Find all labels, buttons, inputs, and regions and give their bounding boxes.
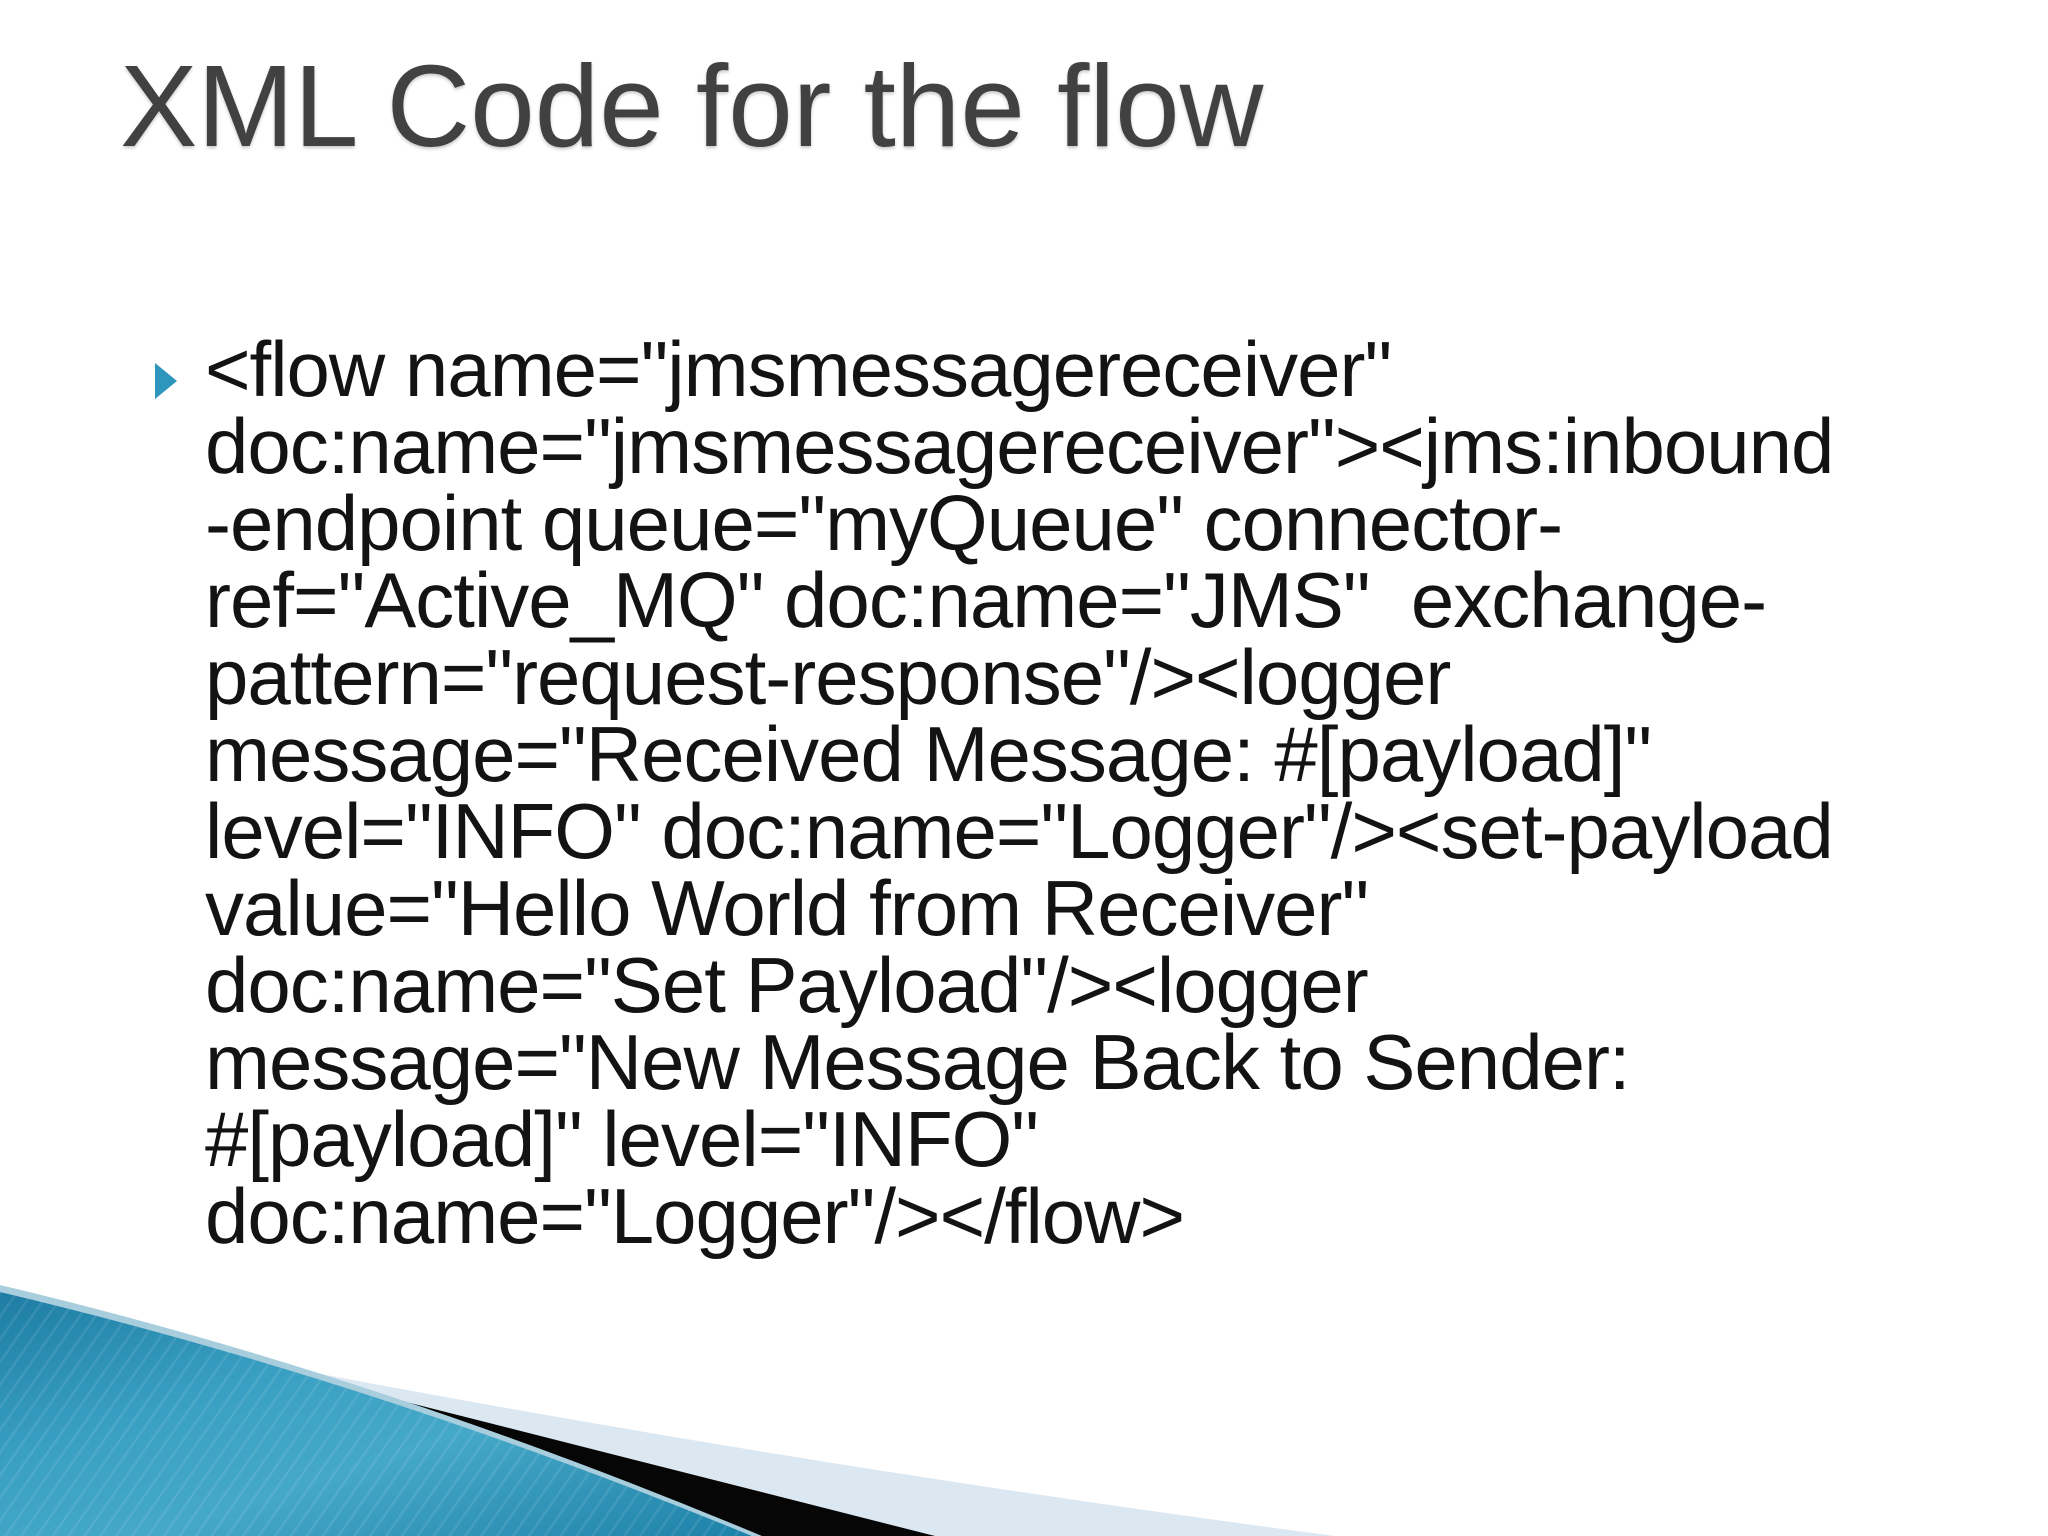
code-line: doc:name="Set Payload"/><logger bbox=[205, 941, 1369, 1029]
code-line: #[payload]" level="INFO" bbox=[205, 1095, 1039, 1183]
code-line: pattern="request-response"/><logger bbox=[205, 633, 1451, 721]
swoosh-teal-wedge bbox=[0, 1292, 752, 1536]
page-title: XML Code for the flow bbox=[120, 41, 1264, 171]
swoosh-teal-texture bbox=[0, 1292, 752, 1536]
bullet-triangle-icon bbox=[155, 363, 177, 399]
swoosh-edge-highlight bbox=[0, 1285, 762, 1536]
code-line: ref="Active_MQ" doc:name="JMS" exchange- bbox=[205, 556, 1767, 644]
code-line: <flow name="jmsmessagereceiver" bbox=[205, 325, 1392, 413]
swoosh-black-wedge bbox=[0, 1331, 935, 1536]
code-line: value="Hello World from Receiver" bbox=[205, 864, 1369, 952]
code-line: doc:name="jmsmessagereceiver"><jms:inbou… bbox=[205, 402, 1834, 490]
code-line: level="INFO" doc:name="Logger"/><set-pay… bbox=[205, 787, 1834, 875]
code-line: message="Received Message: #[payload]" bbox=[205, 710, 1652, 798]
swoosh-pale-wedge bbox=[0, 1350, 1335, 1536]
code-line: message="New Message Back to Sender: bbox=[205, 1018, 1631, 1106]
code-line: doc:name="Logger"/></flow> bbox=[205, 1172, 1185, 1260]
code-line: -endpoint queue="myQueue" connector- bbox=[205, 479, 1563, 567]
xml-code-block: <flow name="jmsmessagereceiver" doc:name… bbox=[205, 325, 1925, 1260]
